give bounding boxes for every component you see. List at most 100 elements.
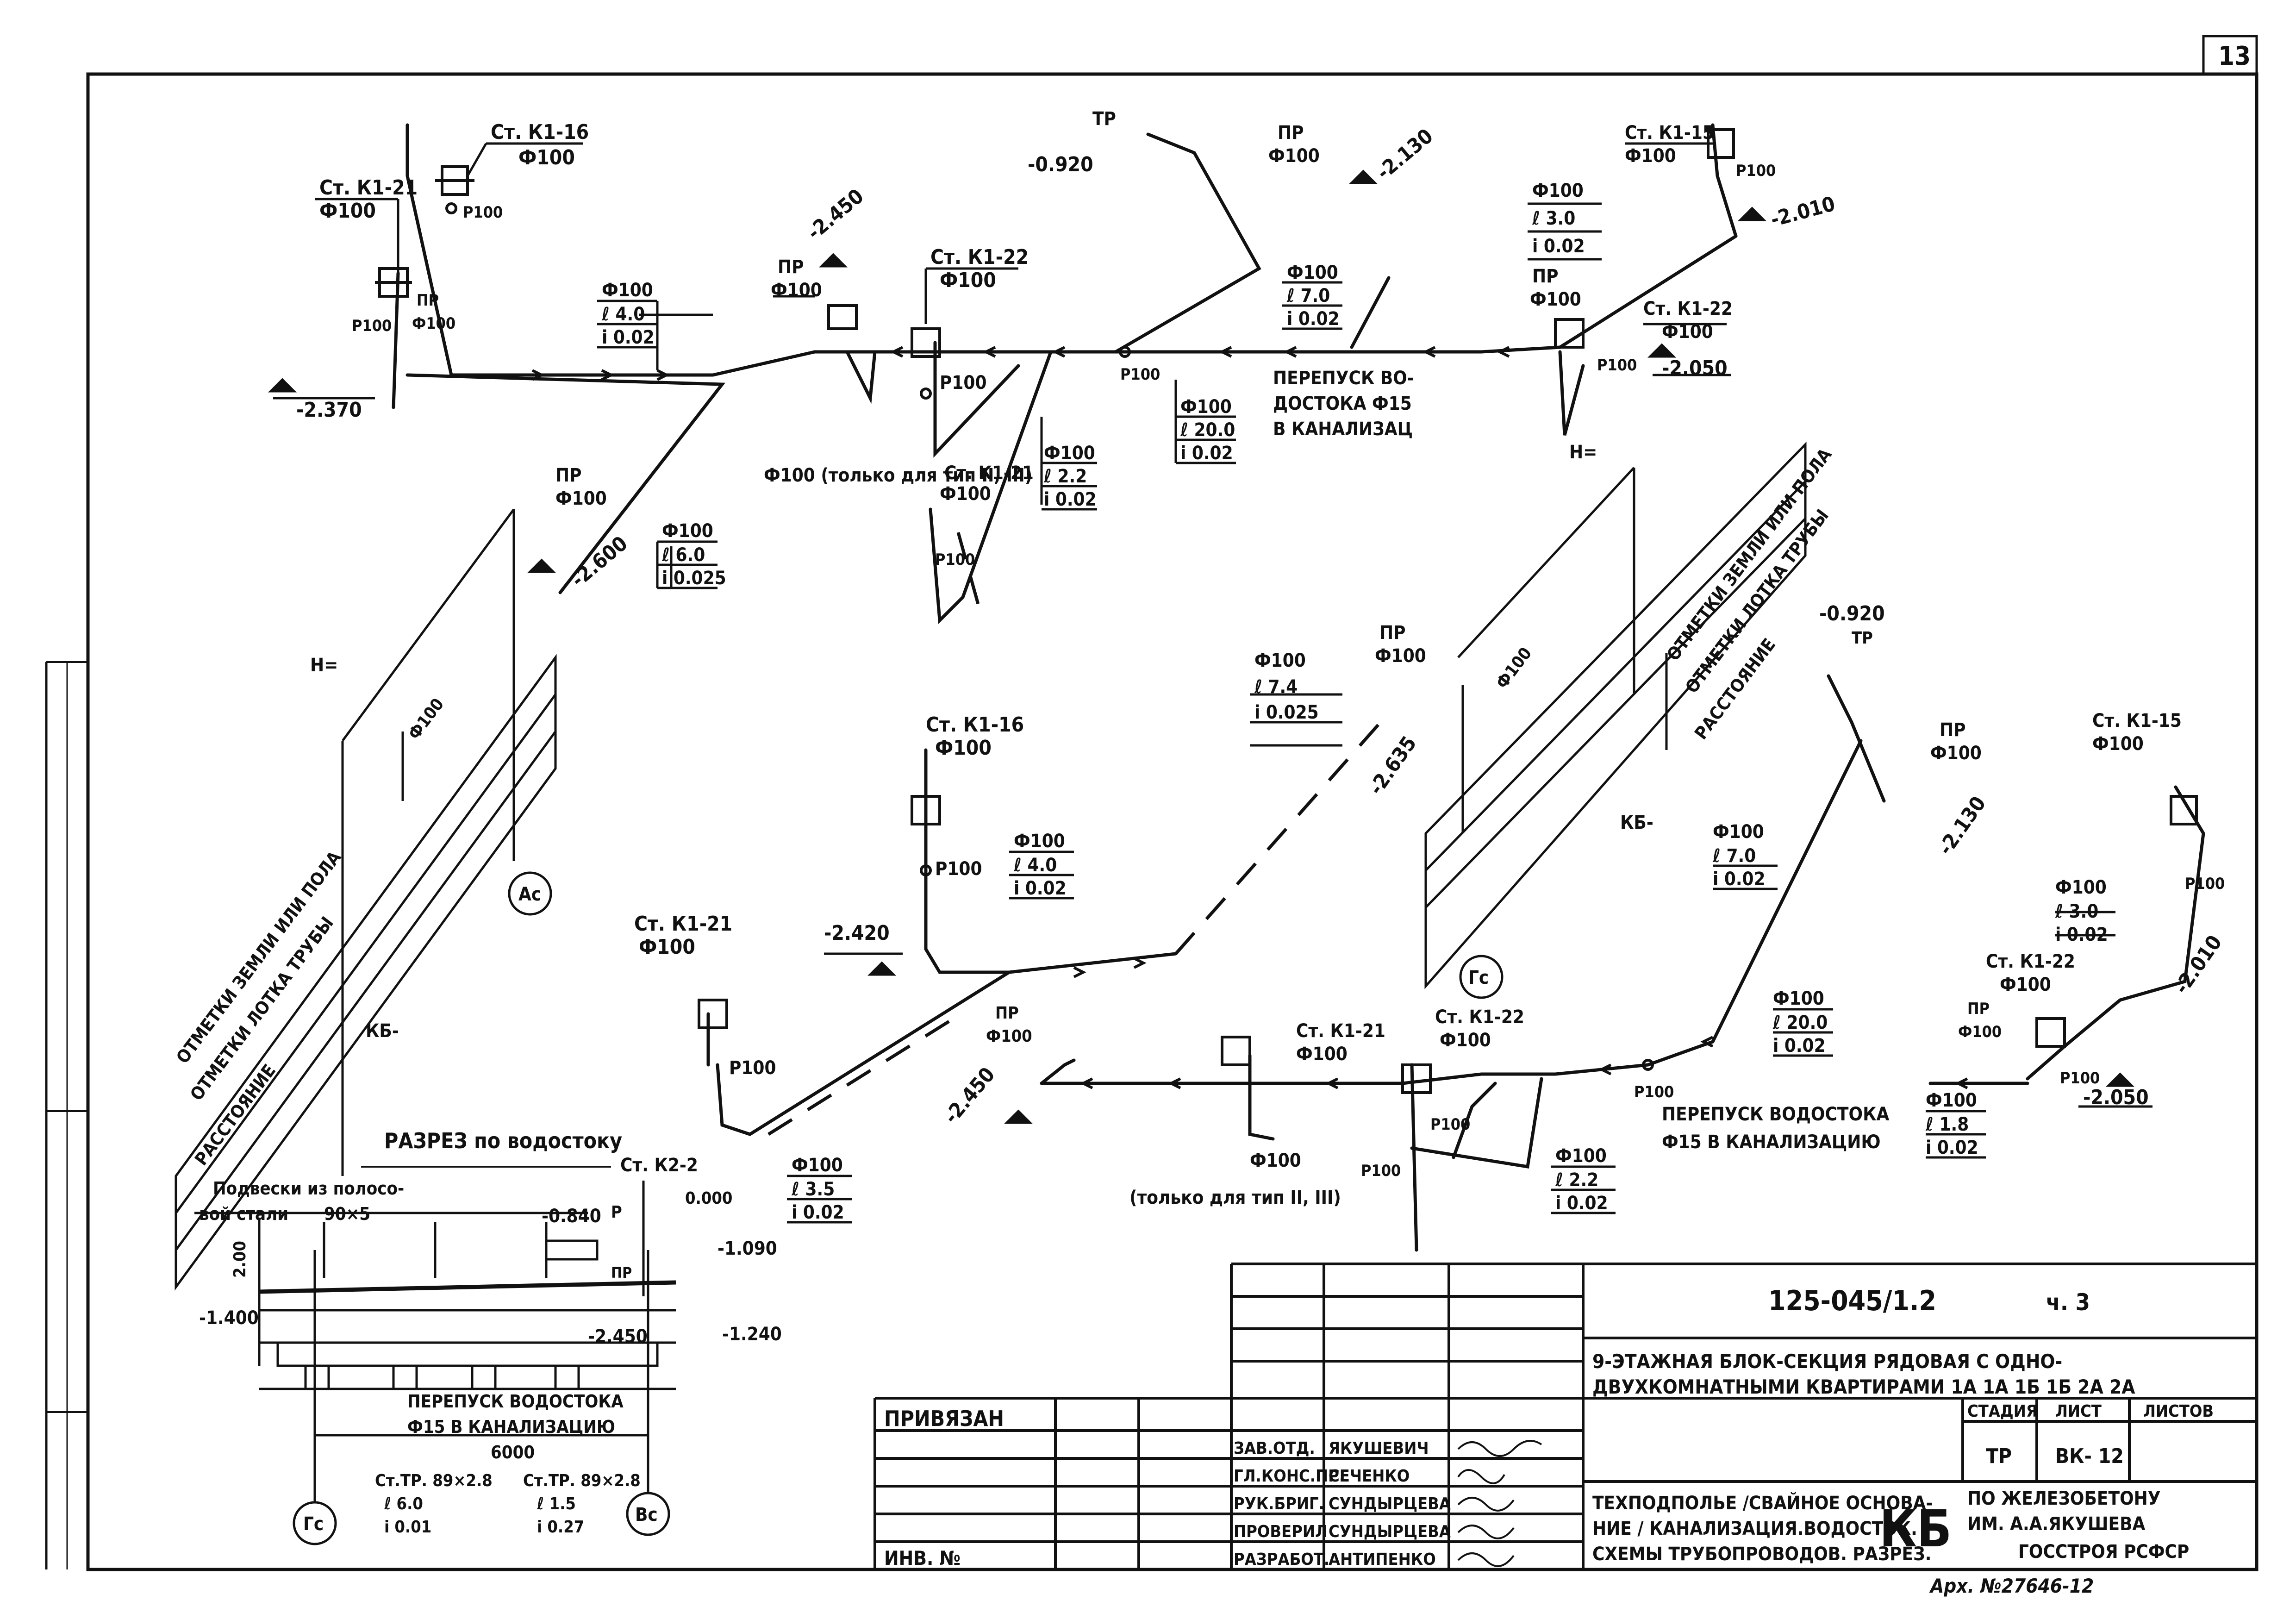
title-code: 125-045/1.2 xyxy=(1768,1285,1936,1317)
elevation-label: -2.450 xyxy=(939,1063,999,1128)
cleanout-diameter: Ф100 xyxy=(1530,289,1581,310)
signer-role: РАЗРАБОТ. xyxy=(1234,1550,1329,1569)
profile-grid-right xyxy=(1424,441,1807,989)
elevation-label: -2.010 xyxy=(1768,192,1838,232)
svg-text:Ф100: Ф100 xyxy=(1773,988,1824,1009)
svg-text:i 0.27: i 0.27 xyxy=(537,1518,584,1537)
valve-label: Р100 xyxy=(352,317,392,335)
bypass-note: Ф15 В КАНАЛИЗАЦИЮ xyxy=(1662,1132,1881,1153)
valve-label: Р100 xyxy=(940,372,986,394)
elevation-label: -2.450 xyxy=(803,184,868,244)
section-level: -1.090 xyxy=(718,1238,777,1259)
profile-h-label: Н= xyxy=(310,655,338,676)
signer-name: СЕЧЕНКО xyxy=(1329,1467,1410,1486)
cleanout-diameter: Ф100 xyxy=(1930,743,1982,764)
elevation-label: -2.635 xyxy=(1364,732,1421,799)
section-hangers: вой стали xyxy=(199,1204,288,1224)
svg-text:Ф100: Ф100 xyxy=(1180,396,1232,418)
profile-row-label: ОТМЕТКИ ЗЕМЛИ ИЛИ ПОЛА xyxy=(1663,444,1836,665)
svg-text:Ф100: Ф100 xyxy=(662,520,713,542)
svg-text:i 0.025: i 0.025 xyxy=(1254,702,1319,723)
valve-label: Р100 xyxy=(2185,875,2225,893)
riser-diameter: Ф100 xyxy=(319,199,376,223)
riser-label-k1-16: Ст. К1-16 xyxy=(926,713,1024,737)
svg-text:Ст.ТР. 89×2.8: Ст.ТР. 89×2.8 xyxy=(375,1471,493,1490)
svg-text:Ф100: Ф100 xyxy=(1713,821,1764,843)
svg-text:i 0.02: i 0.02 xyxy=(1532,236,1585,257)
valve-label: Р100 xyxy=(935,550,975,569)
cleanout-label: ПР xyxy=(417,291,439,310)
archive-note: Арх. №27646-12 xyxy=(1929,1575,2094,1597)
svg-text:ℓ 7.0: ℓ 7.0 xyxy=(1712,845,1756,867)
cleanout-label: ПР xyxy=(1278,122,1304,144)
section-level: -2.450 xyxy=(588,1326,648,1347)
note-only-types: (только для тип II, III) xyxy=(1129,1187,1341,1208)
cleanout-diameter: Ф100 xyxy=(771,280,822,301)
svg-text:i 0.02: i 0.02 xyxy=(602,327,655,348)
inv-label: ИНВ. № xyxy=(884,1547,961,1569)
svg-text:Ф100: Ф100 xyxy=(1532,180,1584,201)
cleanout-label: ПР xyxy=(995,1004,1019,1023)
signers: ЗАВ.ОТД. ЯКУШЕВИЧ ГЛ.КОНС.ПР. СЕЧЕНКО РУ… xyxy=(1234,1439,1451,1569)
svg-text:ℓ 6.0: ℓ 6.0 xyxy=(661,544,705,566)
riser-label-k1-21: Ст. К1-21 xyxy=(1296,1020,1385,1042)
risers-upper xyxy=(375,128,1735,400)
svg-text:i 0.02: i 0.02 xyxy=(1713,869,1766,890)
axis-label-ac: Ас xyxy=(518,884,541,905)
signer-role: ЗАВ.ОТД. xyxy=(1234,1439,1315,1458)
dashed-sleeves xyxy=(767,532,1390,1136)
flow-arrows-upper xyxy=(531,346,1510,381)
svg-text:ℓ 7.4: ℓ 7.4 xyxy=(1254,676,1298,698)
profile-kb-label: КБ- xyxy=(1620,812,1653,833)
callout-lines xyxy=(315,142,1727,750)
tied-label: ПРИВЯЗАН xyxy=(884,1406,1004,1431)
valve-label: Р100 xyxy=(1120,365,1160,384)
riser-diameter: Ф100 xyxy=(1296,1044,1348,1065)
profile-h-label: Н= xyxy=(1569,442,1597,463)
section-level: 0.000 xyxy=(685,1189,732,1208)
svg-text:ℓ 1.8: ℓ 1.8 xyxy=(1925,1114,1969,1135)
riser-diameter: Ф100 xyxy=(940,269,996,292)
signer-role: ГЛ.КОНС.ПР. xyxy=(1234,1467,1345,1486)
axis-label-vc: Вс xyxy=(635,1504,658,1525)
bypass-note: ПЕРЕПУСК ВОДОСТОКА xyxy=(1662,1104,1889,1125)
note-only-types: Ф100 (только для тип II, III) xyxy=(764,465,1032,486)
title-block xyxy=(873,1263,2257,1569)
pipe-tag-boxes xyxy=(597,202,2115,1224)
svg-text:i 0.01: i 0.01 xyxy=(384,1518,431,1537)
section-hanger-size: 90×5 xyxy=(324,1204,370,1224)
valve-label: Р100 xyxy=(1430,1115,1470,1134)
risers-lower xyxy=(698,795,2198,1094)
section-level: -1.240 xyxy=(722,1324,782,1345)
section-p-mark: Р xyxy=(611,1203,622,1222)
title-part: ч. 3 xyxy=(2046,1289,2090,1316)
section-tag-left: Ст.ТР. 89×2.8 ℓ 6.0 i 0.01 xyxy=(375,1471,493,1537)
svg-text:ℓ 3.0: ℓ 3.0 xyxy=(1532,208,1575,229)
cleanout-diameter: Ф100 xyxy=(986,1027,1032,1046)
profile-grid-left xyxy=(175,508,557,1291)
svg-text:Ф100: Ф100 xyxy=(1044,443,1095,464)
riser-diameter: Ф100 xyxy=(2092,733,2144,755)
elevation-label: -2.050 xyxy=(1662,356,1728,380)
svg-text:i 0.02: i 0.02 xyxy=(1180,443,1233,464)
signatures xyxy=(1457,1440,1542,1567)
section-bypass: Ф15 В КАНАЛИЗАЦИЮ xyxy=(407,1417,615,1437)
section-pr-mark: ПР xyxy=(611,1264,632,1282)
section-span: 6000 xyxy=(491,1442,535,1463)
riser-label-k1-22: Ст. К1-22 xyxy=(930,245,1029,269)
svg-text:ℓ 2.2: ℓ 2.2 xyxy=(1555,1169,1598,1191)
riser-label-k1-16: Ст. К1-16 xyxy=(491,120,589,144)
svg-text:i 0.02: i 0.02 xyxy=(1014,878,1067,899)
svg-text:ℓ 6.0: ℓ 6.0 xyxy=(384,1494,423,1513)
org-name: ПО ЖЕЛЕЗОБЕТОНУ xyxy=(1967,1488,2161,1509)
bypass-note: В КАНАЛИЗАЦ xyxy=(1273,419,1413,440)
svg-text:ℓ 3.5: ℓ 3.5 xyxy=(791,1179,835,1200)
valve-label: Р100 xyxy=(1361,1162,1401,1180)
bypass-note: ПЕРЕПУСК ВО- xyxy=(1273,368,1414,389)
section-tag-right: Ст.ТР. 89×2.8 ℓ 1.5 i 0.27 xyxy=(523,1471,641,1537)
profile-pipe-label: Ф100 xyxy=(405,695,448,743)
trap-label: ТР xyxy=(1852,629,1873,648)
